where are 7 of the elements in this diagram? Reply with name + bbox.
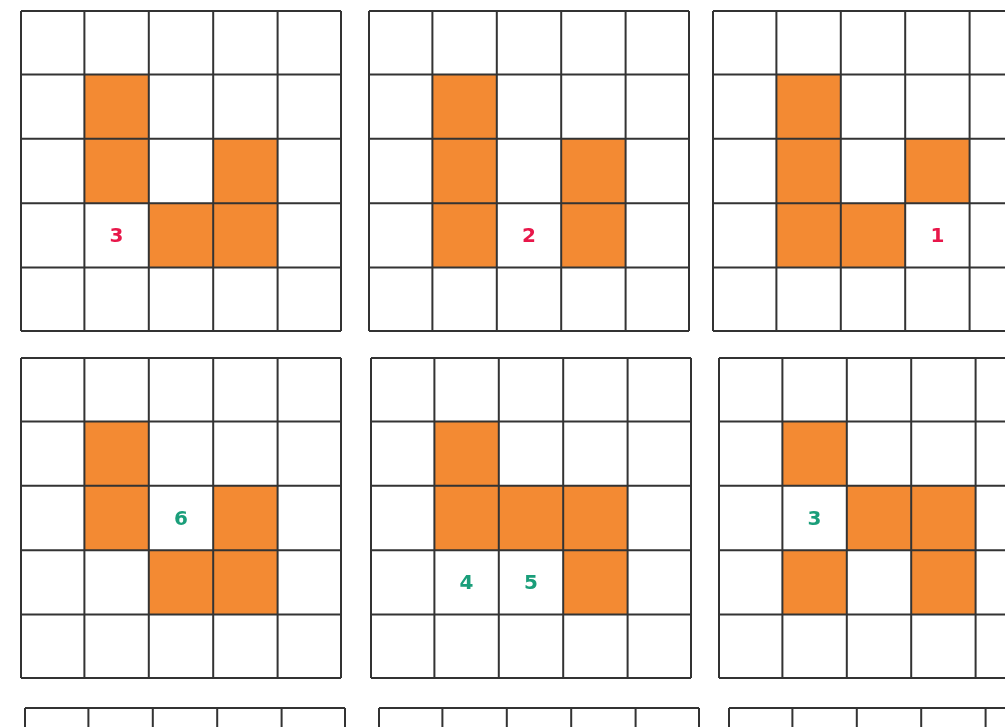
cell-number: 2 <box>522 223 536 248</box>
cell-number: 6 <box>174 506 188 530</box>
cell-number: 5 <box>524 570 538 595</box>
cell-number: 4 <box>459 570 474 595</box>
cell-number: 3 <box>109 223 124 248</box>
cell-number: 1 <box>930 223 945 248</box>
cell-number: 3 <box>807 506 822 530</box>
